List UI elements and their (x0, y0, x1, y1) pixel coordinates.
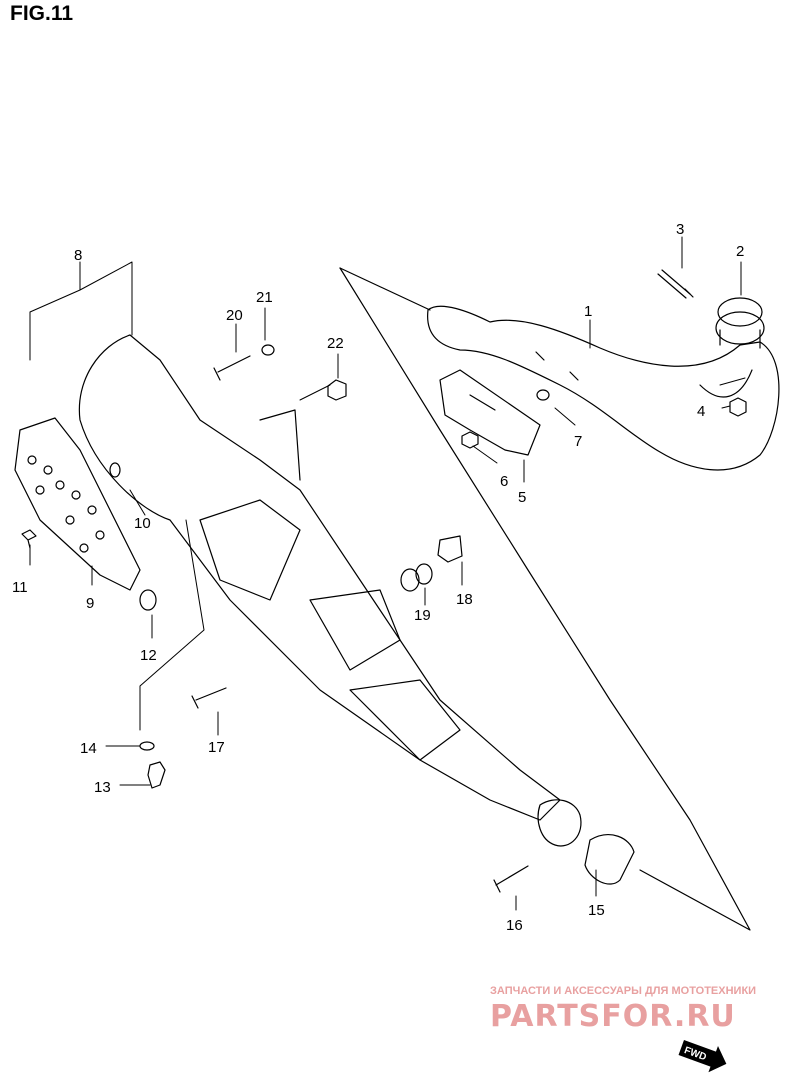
part-label-6: 6 (500, 473, 508, 490)
grommet-19 (400, 563, 433, 592)
part-label-17: 17 (208, 739, 225, 756)
watermark-brand: PARTSFOR.RU (490, 999, 736, 1034)
part-label-19: 19 (414, 607, 431, 624)
part-label-18: 18 (456, 591, 473, 608)
bolt-20 (213, 355, 251, 381)
part-label-8: 8 (74, 247, 82, 264)
part-label-13: 13 (94, 779, 111, 796)
grommet-12 (139, 589, 157, 611)
part-label-11: 11 (12, 579, 28, 596)
nut-22 (327, 379, 347, 401)
bolt-16 (493, 865, 529, 893)
part-label-2: 2 (736, 243, 744, 260)
part-label-14: 14 (80, 740, 97, 757)
part-label-16: 16 (506, 917, 523, 934)
watermark: ЗАПЧАСТИ И АКСЕССУАРЫ ДЛЯ МОТОТЕХНИКИ PA… (490, 985, 756, 1034)
part-label-4: 4 (697, 403, 705, 420)
exhaust-pipe (427, 305, 780, 471)
part-label-10: 10 (134, 515, 151, 532)
part-label-3: 3 (676, 221, 684, 238)
assembly-guide-line-top (339, 267, 431, 311)
part-label-22: 22 (327, 335, 344, 352)
exhaust-gasket (715, 297, 765, 349)
fwd-arrow: FWD (678, 1040, 727, 1073)
washer-14 (139, 741, 155, 751)
end-cap-15 (584, 834, 635, 885)
heat-shield (14, 417, 141, 591)
stud-bolt (657, 269, 694, 299)
bolt-18 (437, 535, 463, 563)
part-label-15: 15 (588, 902, 605, 919)
part-label-7: 7 (574, 433, 582, 450)
part-label-1: 1 (584, 303, 592, 320)
washer-21 (261, 344, 275, 356)
part-label-5: 5 (518, 489, 526, 506)
bolt-13 (147, 761, 166, 789)
washer-10 (109, 462, 121, 478)
part-labels: 1 2 3 4 5 6 7 8 9 10 11 12 13 14 15 16 1… (12, 221, 744, 934)
bracket-bolt (461, 431, 479, 449)
figure-title: FIG.11 (10, 2, 74, 25)
leader-lines (29, 236, 746, 911)
pipe-nut (729, 397, 747, 417)
bolt-17 (191, 687, 227, 709)
washer-7 (536, 389, 550, 401)
muffler (78, 334, 582, 847)
watermark-subtitle: ЗАПЧАСТИ И АКСЕССУАРЫ ДЛЯ МОТОТЕХНИКИ (490, 985, 756, 997)
part-label-20: 20 (226, 307, 243, 324)
bolt-11 (21, 529, 37, 549)
part-label-21: 21 (256, 289, 273, 306)
part-label-12: 12 (140, 647, 157, 664)
pipe-bracket (439, 369, 541, 456)
part-label-9: 9 (86, 595, 94, 612)
assembly-guide-line (339, 267, 751, 931)
